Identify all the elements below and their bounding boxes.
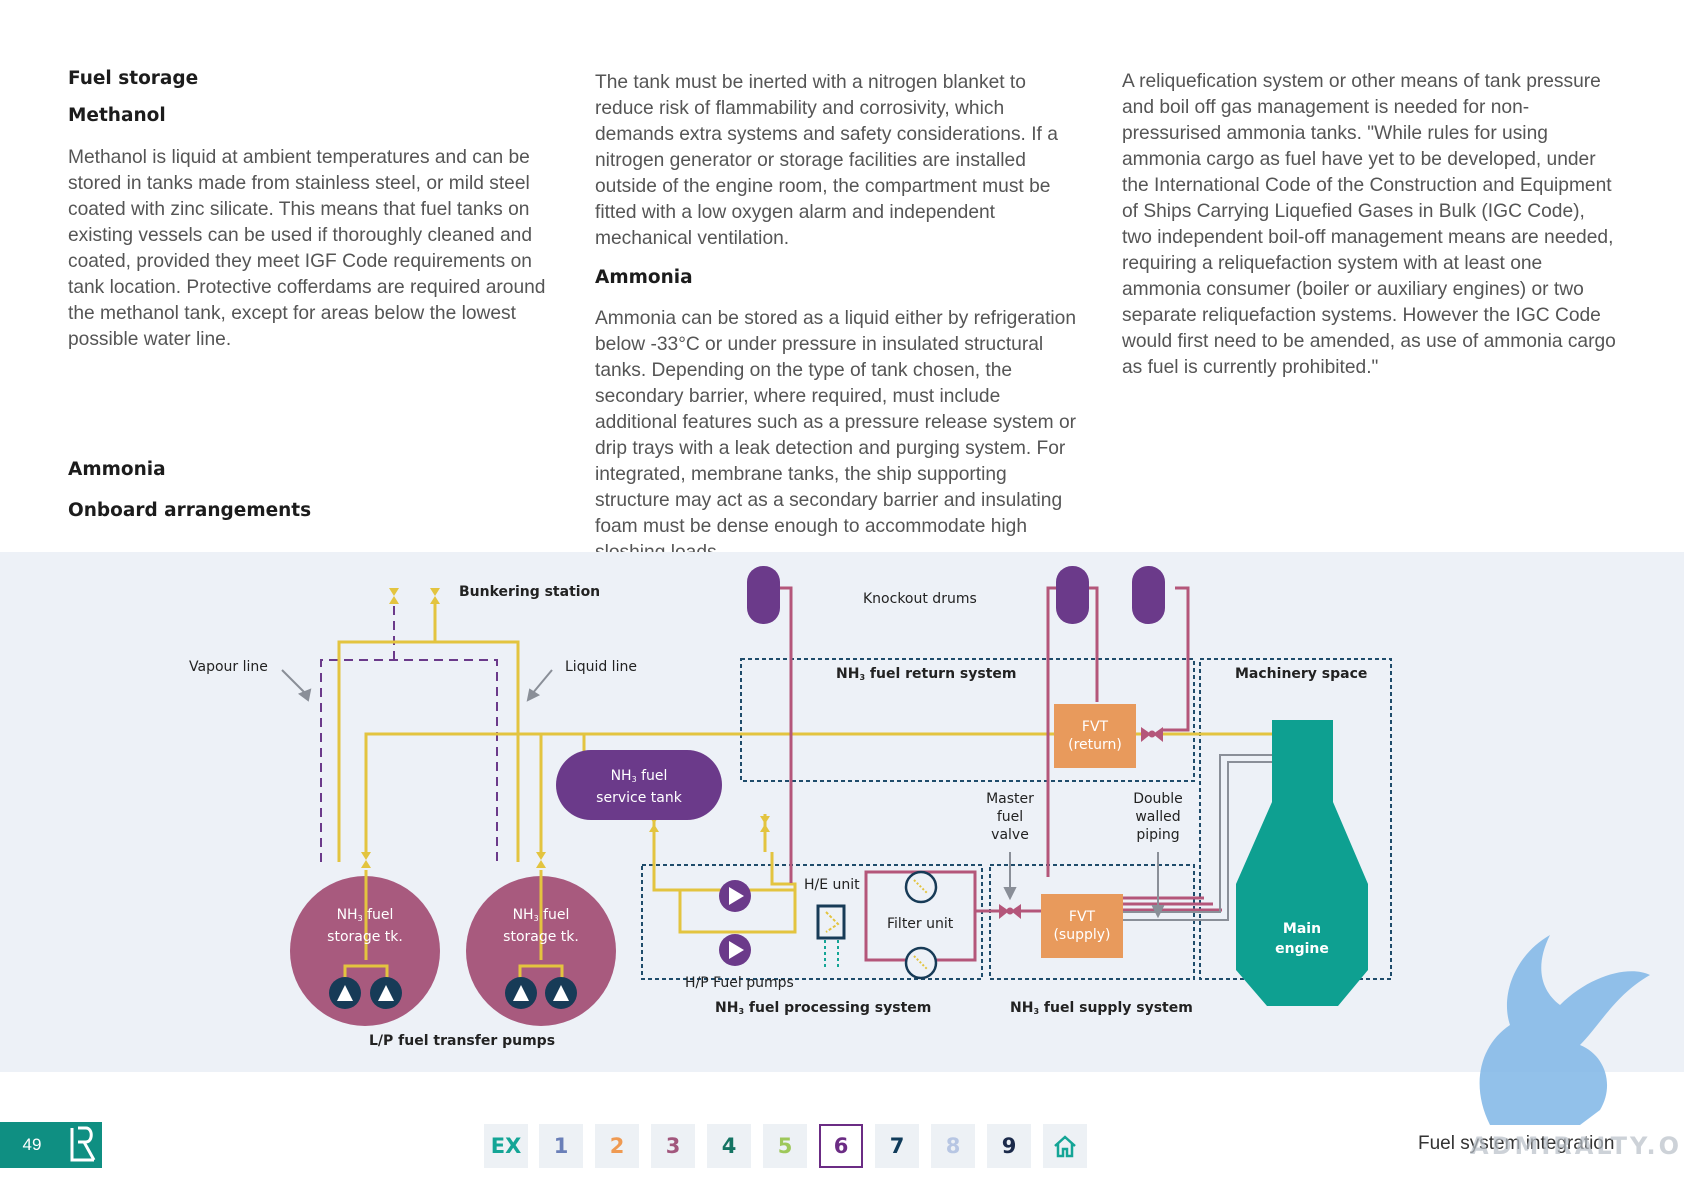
- label-processing-system: NH3 fuel processing system: [715, 1000, 932, 1016]
- label-he-unit: H/E unit: [804, 877, 860, 893]
- hp-pumps: [719, 880, 751, 966]
- nitrogen-paragraph: The tank must be inerted with a nitrogen…: [595, 72, 1058, 249]
- ammonia-fuel-system-diagram: Bunkering station Vapour line Liquid lin…: [0, 552, 1684, 1072]
- nav-1-label: 1: [553, 1134, 569, 1158]
- label-return-system: NH3 fuel return system: [836, 666, 1017, 682]
- nav-ex[interactable]: EX: [484, 1124, 528, 1168]
- nav-2[interactable]: 2: [595, 1124, 639, 1168]
- lp-pumps: [329, 977, 577, 1009]
- label-filter-unit: Filter unit: [887, 916, 954, 932]
- label-hp-pumps: H/P Fuel pumps: [685, 975, 794, 991]
- label-knockout-drums: Knockout drums: [863, 591, 977, 607]
- label-machinery-space: Machinery space: [1235, 666, 1368, 682]
- return-valve: [1141, 727, 1163, 742]
- processing-system-box: [641, 864, 983, 980]
- vapour-line: [320, 659, 498, 862]
- label-liquid-line: Liquid line: [565, 659, 637, 675]
- nav-9[interactable]: 9: [987, 1124, 1031, 1168]
- nav-home[interactable]: [1043, 1124, 1087, 1168]
- fvt-supply-box: [1041, 894, 1123, 958]
- he-unit: [816, 904, 846, 940]
- supply-system-box: [989, 864, 1195, 980]
- watermark-griffin-icon: [1479, 935, 1650, 1125]
- nav-6-label: 6: [833, 1134, 849, 1158]
- nav-4-label: 4: [721, 1134, 737, 1158]
- methanol-paragraph: Methanol is liquid at ambient temperatur…: [68, 147, 546, 350]
- page-number: 49: [0, 1122, 64, 1168]
- machinery-space-box: [1199, 658, 1392, 980]
- nav-1[interactable]: 1: [539, 1124, 583, 1168]
- heading-ammonia: Ammonia: [68, 459, 166, 480]
- nav-3[interactable]: 3: [651, 1124, 695, 1168]
- nav-4[interactable]: 4: [707, 1124, 751, 1168]
- heading-onboard-arrangements: Onboard arrangements: [68, 500, 312, 521]
- nav-6[interactable]: 6: [819, 1124, 863, 1168]
- master-fuel-valve: [999, 904, 1021, 919]
- nav-3-label: 3: [665, 1134, 681, 1158]
- column-middle: The tank must be inerted with a nitrogen…: [595, 66, 1085, 566]
- nav-2-label: 2: [609, 1134, 625, 1158]
- nav-8-label: 8: [945, 1134, 961, 1158]
- label-lp-pumps: L/P fuel transfer pumps: [369, 1033, 556, 1049]
- nav-5[interactable]: 5: [763, 1124, 807, 1168]
- knockout-drum-2: [1056, 566, 1089, 624]
- heading-fuel-storage: Fuel storage: [68, 68, 199, 89]
- heading-ammonia-storage: Ammonia: [595, 267, 693, 288]
- label-bunkering-station: Bunkering station: [459, 584, 601, 600]
- label-fvt-supply: FVT(supply): [1053, 909, 1111, 943]
- diagram-graphics: [281, 566, 1392, 1026]
- column-right: A reliquefication system or other means …: [1122, 66, 1617, 381]
- label-fvt-return: FVT(return): [1068, 719, 1122, 753]
- knockout-drum-1: [747, 566, 780, 624]
- nav-7-label: 7: [889, 1134, 905, 1158]
- heading-methanol: Methanol: [68, 105, 166, 126]
- ammonia-storage-paragraph: Ammonia can be stored as a liquid either…: [595, 308, 1077, 563]
- column-left: Fuel storage Methanol Methanol is liquid…: [68, 66, 558, 353]
- nav-9-label: 9: [1001, 1134, 1017, 1158]
- home-icon: [1054, 1135, 1076, 1158]
- liquid-line: [337, 640, 520, 862]
- main-engine: [1236, 720, 1368, 1006]
- nav-5-label: 5: [777, 1134, 793, 1158]
- section-title: Fuel system integration: [1418, 1133, 1615, 1154]
- service-tank: [556, 750, 722, 820]
- knockout-drum-3: [1132, 566, 1165, 624]
- footer: 49 EX 1 2 3 4 5 6 7 8 9 Fuel system inte…: [0, 1122, 1684, 1172]
- label-supply-system: NH3 fuel supply system: [1010, 1000, 1193, 1016]
- label-vapour-line: Vapour line: [189, 659, 268, 675]
- fvt-return-box: [1054, 704, 1136, 768]
- lr-logo-icon[interactable]: [64, 1122, 102, 1168]
- reliquefication-paragraph: A reliquefication system or other means …: [1122, 71, 1616, 378]
- nav-ex-label: EX: [490, 1134, 522, 1158]
- nav-8[interactable]: 8: [931, 1124, 975, 1168]
- nav-7[interactable]: 7: [875, 1124, 919, 1168]
- watermark-text: ADMIRALTY.ORG: [1470, 1132, 1684, 1160]
- return-system-box: [740, 658, 1195, 782]
